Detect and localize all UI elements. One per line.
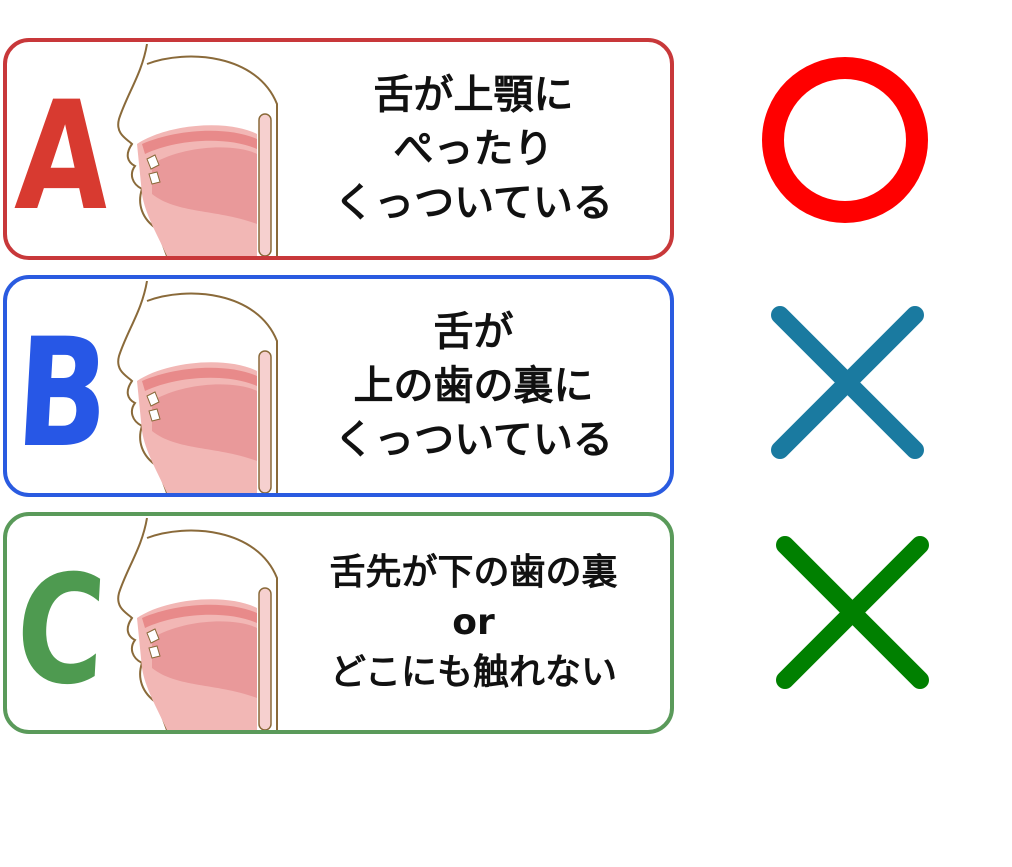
description-line: くっついている — [334, 417, 613, 463]
option-letter-a: A — [11, 70, 115, 244]
description-line: 舌が — [433, 309, 514, 355]
correct-circle-icon — [762, 57, 928, 223]
description-b: 舌が 上の歯の裏に くっついている — [287, 279, 660, 493]
panel-a: A 舌が上顎に ぺったり くっついている — [3, 38, 674, 260]
mouth-cross-section-illustration — [117, 518, 279, 730]
panel-c: C 舌先が下の歯の裏 or どこにも触れない — [3, 512, 674, 734]
description-line: ぺったり — [393, 126, 554, 172]
description-c: 舌先が下の歯の裏 or どこにも触れない — [287, 516, 660, 730]
mouth-cross-section-illustration — [117, 281, 279, 493]
option-letter-c: C — [11, 544, 110, 718]
mouth-cross-section-illustration — [117, 44, 279, 256]
panel-b: B 舌が 上の歯の裏に くっついている — [3, 275, 674, 497]
description-a: 舌が上顎に ぺったり くっついている — [287, 42, 660, 256]
description-line: どこにも触れない — [330, 652, 617, 693]
incorrect-cross-icon — [776, 536, 929, 689]
description-line: or — [452, 602, 495, 643]
option-letter-b: B — [11, 307, 114, 481]
description-line: 舌先が下の歯の裏 — [329, 552, 618, 593]
incorrect-cross-icon — [771, 306, 924, 459]
description-line: くっついている — [334, 180, 613, 226]
description-line: 舌が上顎に — [373, 72, 574, 118]
description-line: 上の歯の裏に — [353, 363, 594, 409]
